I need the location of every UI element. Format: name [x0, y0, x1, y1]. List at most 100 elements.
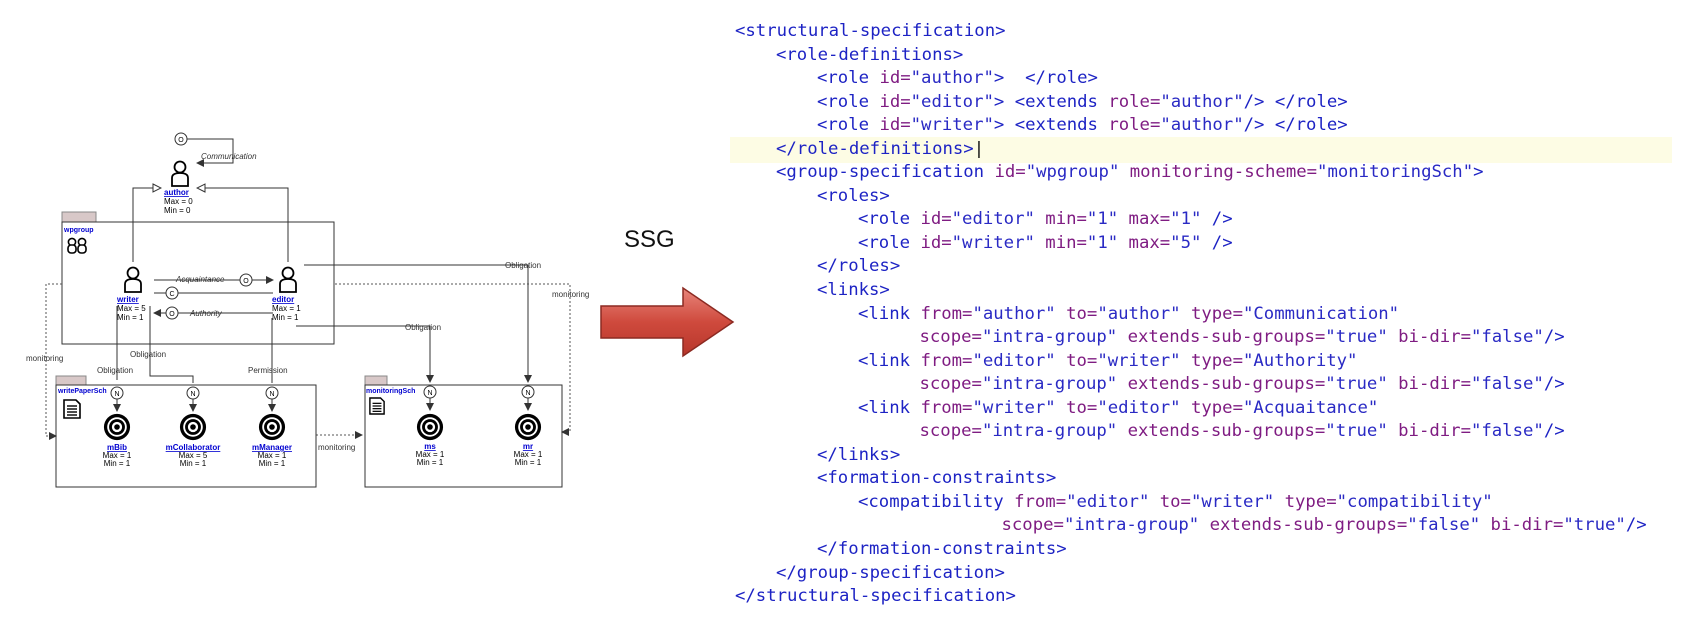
svg-text:Min = 1: Min = 1	[417, 458, 444, 467]
xml-token: id=	[879, 68, 911, 89]
xml-token: type=	[1180, 303, 1243, 324]
svg-text:mManager: mManager	[252, 443, 292, 452]
svg-text:Obligation: Obligation	[97, 366, 133, 375]
xml-token: "writer"	[951, 232, 1035, 253]
xml-token: "wpgroup"	[1025, 162, 1120, 183]
transform-arrow-icon	[600, 286, 735, 358]
xml-line: scope="intra-group" extends-sub-groups="…	[735, 326, 1647, 350]
xml-token: from=	[1014, 491, 1067, 512]
communication-link	[187, 138, 234, 167]
svg-text:Permission: Permission	[248, 366, 288, 375]
xml-token: extends-sub-groups=	[1117, 327, 1326, 348]
svg-text:Min = 1: Min = 1	[180, 459, 207, 468]
xml-token: "editor"	[1097, 397, 1181, 418]
svg-text:Min = 1: Min = 1	[515, 458, 542, 467]
monitoring-right-link	[335, 283, 571, 436]
xml-token: "author"	[972, 303, 1056, 324]
svg-text:mBib: mBib	[107, 443, 127, 452]
svg-text:O: O	[178, 137, 184, 144]
xml-token: type=	[1180, 350, 1243, 371]
xml-token: bi-dir=	[1387, 327, 1471, 348]
xml-token: to=	[1055, 303, 1098, 324]
writer-label: writer	[116, 295, 139, 304]
xml-token: </group-specification>	[776, 562, 1005, 583]
ms-target-icon	[416, 413, 444, 441]
xml-token: </roles>	[817, 256, 901, 277]
svg-text:Max = 1: Max = 1	[258, 451, 287, 460]
xml-token: bi-dir=	[1480, 515, 1564, 536]
svg-text:N: N	[190, 391, 195, 398]
xml-line: <role id="writer"> <extends role="author…	[735, 114, 1647, 138]
xml-token: role=	[1108, 115, 1161, 136]
svg-text:mr: mr	[523, 442, 533, 451]
monitoring-scheme-box: monitoringSch	[364, 375, 563, 488]
xml-token: "Communication"	[1243, 303, 1400, 324]
xml-token: scope=	[919, 421, 982, 442]
xml-line: scope="intra-group" extends-sub-groups="…	[735, 420, 1647, 444]
obligation-ms-link	[296, 325, 434, 383]
xml-token: max=	[1118, 209, 1171, 230]
xml-token: > </role>	[993, 68, 1098, 89]
communication-label: Communication	[201, 152, 257, 161]
xml-line: <role id="editor" min="1" max="1" />	[735, 208, 1647, 232]
xml-token: "editor"	[972, 350, 1056, 371]
xml-token: "compatibility"	[1336, 491, 1493, 512]
xml-token: |	[973, 138, 985, 159]
xml-token: "Acquaitance"	[1243, 397, 1379, 418]
svg-text:Max = 0: Max = 0	[164, 197, 193, 206]
xml-token: "editor"	[951, 209, 1035, 230]
xml-token: "author"	[1097, 303, 1181, 324]
xml-token: > <extends	[993, 91, 1109, 112]
svg-text:Max = 1: Max = 1	[416, 450, 445, 459]
svg-text:Max = 1: Max = 1	[272, 304, 301, 313]
xml-token: <links>	[817, 280, 890, 301]
svg-text:Obligation: Obligation	[130, 350, 166, 359]
xml-token: min=	[1034, 232, 1087, 253]
xml-line: <link from="editor" to="writer" type="Au…	[735, 350, 1647, 374]
monitoring-document-icon	[369, 397, 385, 415]
xml-token: "author"	[910, 68, 994, 89]
mission-mmanager: N mManager Max = 1 Min = 1	[252, 386, 292, 468]
svg-text:Obligation: Obligation	[405, 323, 441, 332]
xml-token: role=	[1108, 91, 1161, 112]
xml-token: "editor"	[1066, 491, 1150, 512]
xml-token: <link	[858, 350, 921, 371]
svg-text:Max = 1: Max = 1	[103, 451, 132, 460]
mbib-target-icon	[103, 413, 131, 441]
svg-text:monitoring: monitoring	[26, 354, 63, 363]
xml-token: from=	[920, 350, 973, 371]
xml-token: <link	[858, 397, 921, 418]
svg-text:Obligation: Obligation	[505, 261, 541, 270]
xml-token: scope=	[919, 327, 982, 348]
wpgroup-box: wpgroup	[61, 211, 335, 345]
obligation-mcollab-link	[149, 306, 194, 383]
svg-text:Min = 1: Min = 1	[272, 313, 299, 322]
xml-token: "true"	[1325, 327, 1388, 348]
svg-text:N: N	[525, 390, 530, 397]
current-line-highlight	[730, 137, 1672, 163]
xml-token: "intra-group"	[981, 421, 1118, 442]
svg-text:ms: ms	[424, 442, 436, 451]
svg-text:O: O	[243, 278, 249, 285]
svg-text:Max = 5: Max = 5	[117, 304, 146, 313]
mmanager-target-icon	[258, 413, 286, 441]
xml-line: <roles>	[735, 185, 1647, 209]
xml-token: <compatibility	[858, 491, 1015, 512]
xml-token: to=	[1055, 397, 1098, 418]
xml-token: </links>	[817, 444, 901, 465]
svg-text:Min = 1: Min = 1	[259, 459, 286, 468]
monitoring-left-link	[45, 283, 62, 440]
xml-line: </role-definitions>|	[735, 138, 1647, 162]
editor-person-icon	[279, 266, 297, 293]
xml-token: <role	[858, 209, 921, 230]
organisation-diagram: O Communication author Max = 0 Min = 0 w…	[26, 132, 589, 488]
writer-extends-arrow	[132, 188, 161, 262]
xml-token: "writer"	[1097, 350, 1181, 371]
xml-token: type=	[1180, 397, 1243, 418]
svg-text:Max = 1: Max = 1	[514, 450, 543, 459]
xml-token: "intra-group"	[1063, 515, 1200, 536]
xml-code-view: <structural-specification><role-definiti…	[735, 20, 1647, 609]
xml-token: "false"	[1407, 515, 1481, 536]
xml-token: monitoring-scheme=	[1119, 162, 1318, 183]
xml-token: min=	[1034, 209, 1087, 230]
